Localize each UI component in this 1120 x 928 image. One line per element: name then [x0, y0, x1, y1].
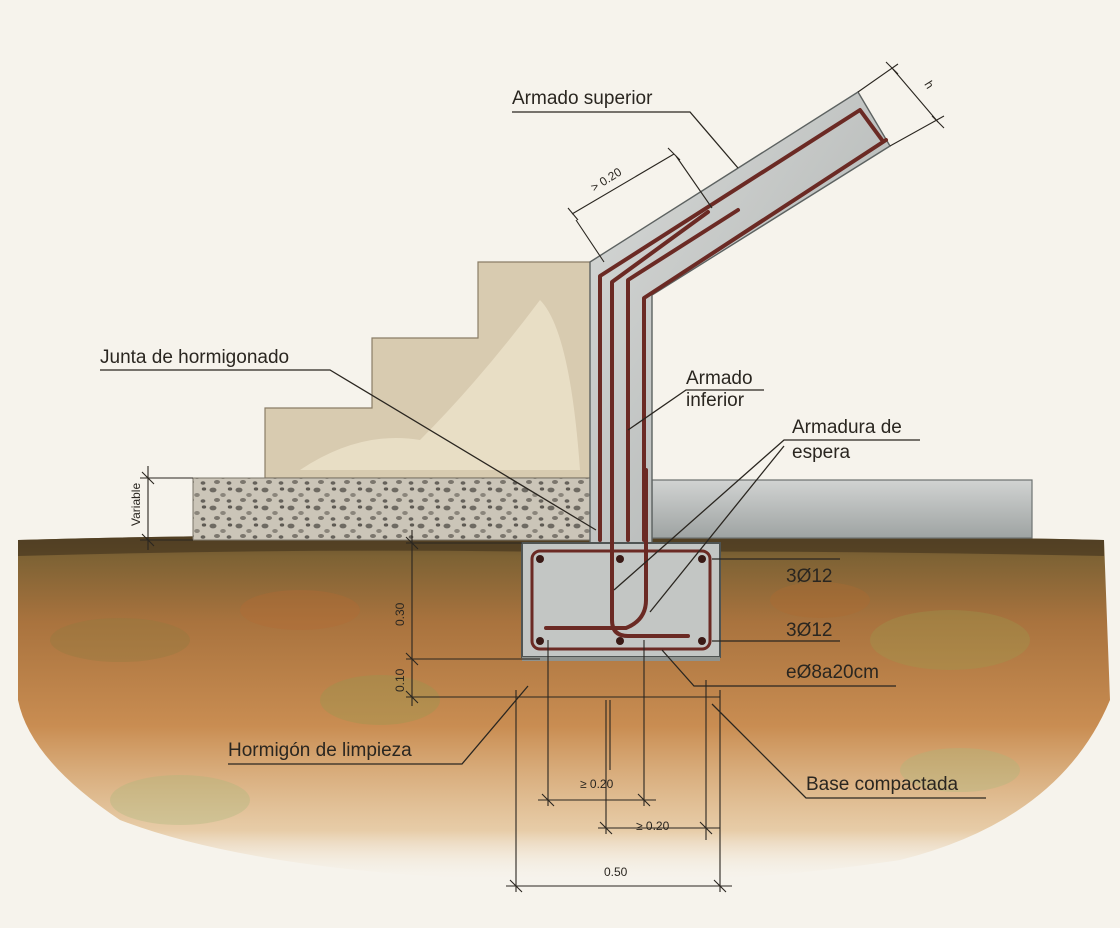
label-hormigon-limpieza: Hormigón de limpieza [228, 685, 529, 765]
armadura-espera-text-1: Armadura de [792, 417, 902, 438]
label-armado-inferior: Armado inferior [627, 368, 764, 431]
label-top-bars: 3Ø12 [712, 558, 840, 587]
concrete-slab [651, 479, 1033, 539]
hormigon-limpieza-text: Hormigón de limpieza [228, 740, 412, 761]
stirrup [530, 549, 712, 651]
label-junta: Junta de hormigonado [100, 347, 597, 531]
blinding-concrete [522, 657, 720, 661]
dim-bottom: ≥ 0.20 ≥ 0.20 0.50 [506, 640, 732, 893]
label-stirrups: eØ8a20cm [661, 649, 896, 687]
dim-variable: Variable [129, 466, 193, 550]
armado-superior-text: Armado superior [512, 88, 653, 109]
longitudinal-bars [536, 555, 706, 645]
base-compactada-text: Base compactada [806, 774, 959, 795]
label-armado-superior: Armado superior [512, 88, 739, 169]
wall-rebars [544, 108, 888, 638]
armadura-espera-text-2: espera [792, 442, 851, 463]
dim-030-text: 0.30 [393, 602, 407, 626]
armado-inferior-text-1: Armado [686, 368, 753, 389]
label-armadura-espera: Armadura de espera [613, 417, 920, 613]
dim-vertical-footing: 0.30 0.10 [393, 530, 720, 706]
stirrups-text: eØ8a20cm [786, 662, 879, 683]
dim-overlap-b-text: ≥ 0.20 [636, 819, 670, 833]
top-bars-text: 3Ø12 [786, 566, 832, 587]
dim-050-text: 0.50 [604, 865, 628, 879]
gravel-layer [192, 477, 594, 541]
armado-inferior-text-2: inferior [686, 390, 745, 411]
junta-text: Junta de hormigonado [100, 347, 289, 368]
dim-overlap-top: > 0.20 [567, 147, 713, 263]
soil [18, 535, 1110, 883]
label-base-compactada: Base compactada [711, 703, 986, 799]
bottom-bars-text: 3Ø12 [786, 620, 832, 641]
dim-overlap-a-text: ≥ 0.20 [580, 777, 614, 791]
label-bottom-bars: 3Ø12 [712, 620, 840, 642]
dim-010-text: 0.10 [393, 668, 407, 692]
dim-variable-text: Variable [129, 483, 143, 526]
